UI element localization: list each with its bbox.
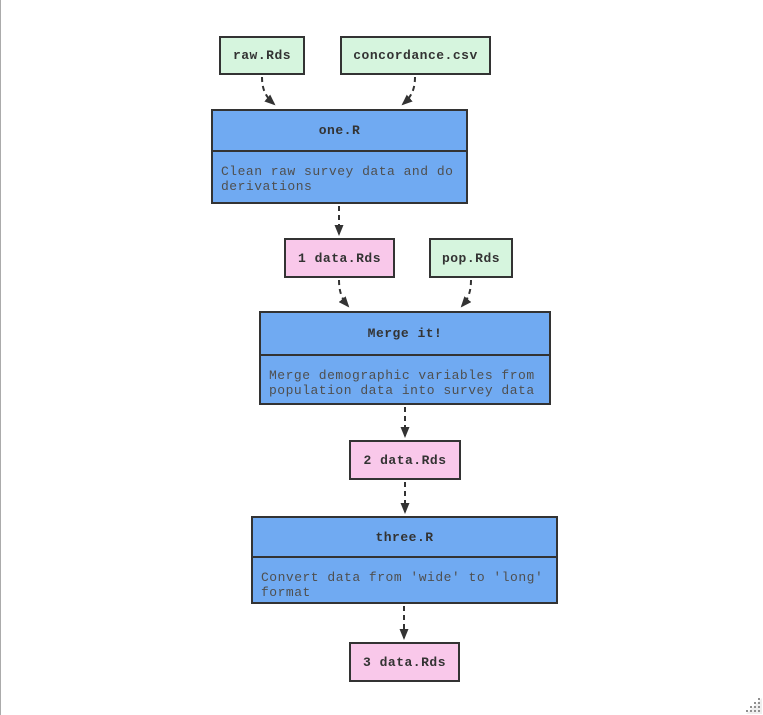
node-data-1-rds: 1 data.Rds	[284, 238, 395, 278]
node-label: pop.Rds	[441, 250, 501, 266]
node-raw-rds: raw.Rds	[219, 36, 305, 75]
node-description: Clean raw survey data and do derivations	[213, 150, 466, 202]
node-title: Merge it!	[367, 326, 443, 341]
node-three-r: three.R Convert data from 'wide' to 'long…	[251, 516, 558, 604]
node-label: 1 data.Rds	[297, 250, 381, 266]
edge-raw-rds-to-one-r	[261, 76, 276, 106]
edge-concordance-csv-to-one-r	[401, 76, 416, 106]
resize-grip-icon[interactable]	[745, 697, 762, 714]
node-label: 2 data.Rds	[363, 452, 447, 468]
edge-pop-rds-to-merge-it	[460, 279, 472, 308]
node-label: raw.Rds	[232, 48, 292, 63]
node-pop-rds: pop.Rds	[429, 238, 513, 278]
node-description: Merge demographic variables from populat…	[261, 354, 549, 404]
node-one-r: one.R Clean raw survey data and do deriva…	[211, 109, 468, 204]
node-data-2-rds: 2 data.Rds	[349, 440, 461, 480]
node-data-3-rds: 3 data.Rds	[349, 642, 460, 682]
node-concordance-csv: concordance.csv	[340, 36, 491, 75]
node-merge-it: Merge it! Merge demographic variables fro…	[259, 311, 551, 405]
node-title: three.R	[375, 529, 434, 545]
node-label: 3 data.Rds	[362, 654, 446, 670]
node-label: concordance.csv	[353, 48, 478, 63]
node-title: one.R	[318, 123, 361, 138]
edge-data-1-rds-to-merge-it	[338, 279, 350, 308]
node-description: Convert data from 'wide' to 'long' forma…	[253, 556, 556, 606]
